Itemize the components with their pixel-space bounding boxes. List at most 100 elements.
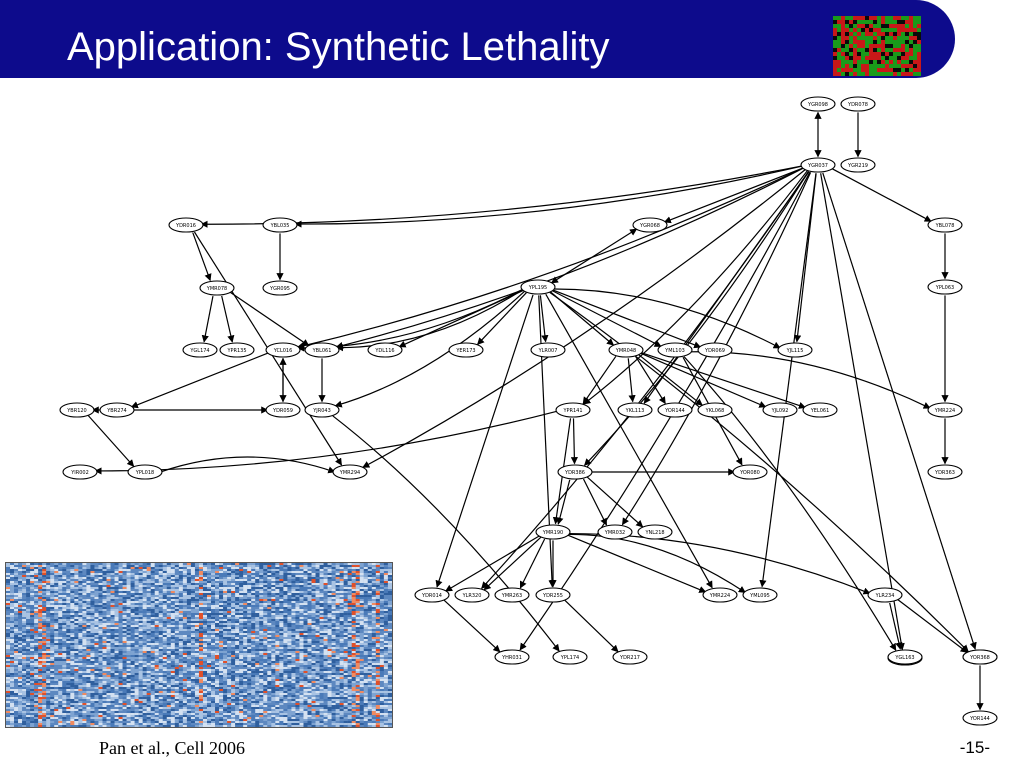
network-edge	[582, 478, 608, 526]
gene-node-ellipse	[732, 464, 768, 480]
gene-node-label: YDR069	[704, 348, 725, 354]
gene-node: YPL063	[927, 279, 963, 295]
gene-node-label: YPL195	[528, 285, 547, 291]
title-heatmap-thumbnail	[833, 16, 921, 76]
gene-node-label: YJR043	[312, 408, 331, 414]
gene-node: YHR031	[494, 649, 530, 665]
gene-node-label: YKL068	[705, 408, 725, 414]
gene-node-ellipse	[962, 649, 998, 665]
gene-node-ellipse	[657, 402, 693, 418]
gene-node-label: YMR263	[501, 593, 522, 599]
gene-node-label: YDR386	[564, 470, 585, 476]
gene-node-ellipse	[762, 402, 798, 418]
gene-node-label: YPL063	[935, 285, 954, 291]
gene-node: YGL163	[887, 649, 923, 665]
gene-node-label: YHR031	[501, 655, 522, 661]
gene-node-label: YDR255	[542, 593, 563, 599]
gene-node-ellipse	[697, 342, 733, 358]
gene-node: YPL018	[127, 464, 163, 480]
gene-node-ellipse	[962, 710, 998, 726]
network-edge	[552, 289, 702, 349]
gene-node-ellipse	[535, 524, 571, 540]
gene-node: YBR274	[99, 402, 135, 418]
gene-node-ellipse	[840, 157, 876, 173]
gene-node-ellipse	[552, 649, 588, 665]
gene-node-ellipse	[454, 587, 490, 603]
gene-node-label: YGR098	[807, 102, 828, 108]
gene-node-ellipse	[530, 342, 566, 358]
network-edge	[831, 168, 932, 222]
network-edge	[229, 291, 310, 347]
gene-node-label: YKL113	[625, 408, 645, 414]
network-edge	[334, 290, 526, 408]
gene-node: YJL115	[777, 342, 813, 358]
gene-node: YJR043	[304, 402, 340, 418]
network-edge	[663, 167, 804, 224]
gene-node: YDR217	[612, 649, 648, 665]
expression-heatmap	[5, 562, 393, 728]
gene-node-ellipse	[632, 217, 668, 233]
gene-node-label: YGR095	[269, 286, 290, 292]
network-edges	[87, 111, 984, 711]
gene-node: YDR059	[265, 402, 301, 418]
gene-node: YCL016	[265, 342, 301, 358]
gene-node-label: YEL061	[810, 408, 830, 414]
gene-node-ellipse	[304, 342, 340, 358]
network-edge	[539, 295, 549, 343]
gene-node-ellipse	[262, 217, 298, 233]
gene-node: YEL061	[802, 402, 838, 418]
network-edge	[362, 169, 806, 468]
network-edge	[398, 289, 525, 348]
gene-node: YMR048	[608, 342, 644, 358]
gene-node: YLR007	[530, 342, 566, 358]
gene-node: YDR363	[927, 464, 963, 480]
network-edge	[621, 172, 812, 526]
gene-node-ellipse	[867, 587, 903, 603]
gene-node-ellipse	[62, 464, 98, 480]
gene-node-ellipse	[127, 464, 163, 480]
gene-node-label: YLR234	[875, 593, 895, 599]
gene-node-ellipse	[697, 402, 733, 418]
network-edge	[567, 533, 746, 594]
network-edge	[296, 167, 804, 350]
gene-node-ellipse	[800, 96, 836, 112]
gene-node: YKL113	[617, 402, 653, 418]
gene-node: YMR224	[927, 402, 963, 418]
title-bar: Application: Synthetic Lethality	[0, 0, 955, 78]
network-edge	[483, 536, 542, 591]
gene-node: YER173	[448, 342, 484, 358]
network-edge	[550, 228, 638, 284]
gene-node-label: YPL018	[135, 470, 154, 476]
gene-node-label: YGR068	[639, 223, 660, 229]
gene-node-label: YGR037	[807, 163, 828, 169]
network-edge	[201, 295, 214, 343]
gene-node-ellipse	[612, 649, 648, 665]
gene-node-label: YMR032	[604, 530, 625, 536]
gene-node-ellipse	[555, 402, 591, 418]
gene-node: YOR144	[657, 402, 693, 418]
gene-node: YJL092	[762, 402, 798, 418]
gene-node: YPR141	[555, 402, 591, 418]
gene-node-label: YGR219	[847, 163, 868, 169]
gene-node-ellipse	[265, 402, 301, 418]
network-edge	[640, 351, 807, 409]
gene-node: YBL035	[262, 217, 298, 233]
gene-node: YPR135	[219, 342, 255, 358]
gene-node: YBL061	[304, 342, 340, 358]
gene-node-label: YMR048	[615, 348, 636, 354]
network-edge	[332, 415, 560, 652]
gene-node-label: YBR120	[66, 408, 87, 414]
network-edge	[822, 172, 977, 650]
gene-node-ellipse	[182, 342, 218, 358]
network-edge	[519, 538, 546, 589]
gene-node-ellipse	[927, 279, 963, 295]
network-edge	[294, 165, 803, 228]
gene-node-ellipse	[494, 649, 530, 665]
gene-node-label: YDR014	[421, 593, 442, 599]
gene-node-ellipse	[520, 279, 556, 295]
gene-node-label: YPL174	[560, 655, 579, 661]
gene-node: YOR144	[962, 710, 998, 726]
gene-node: YMR263	[494, 587, 530, 603]
gene-node: YKL068	[697, 402, 733, 418]
